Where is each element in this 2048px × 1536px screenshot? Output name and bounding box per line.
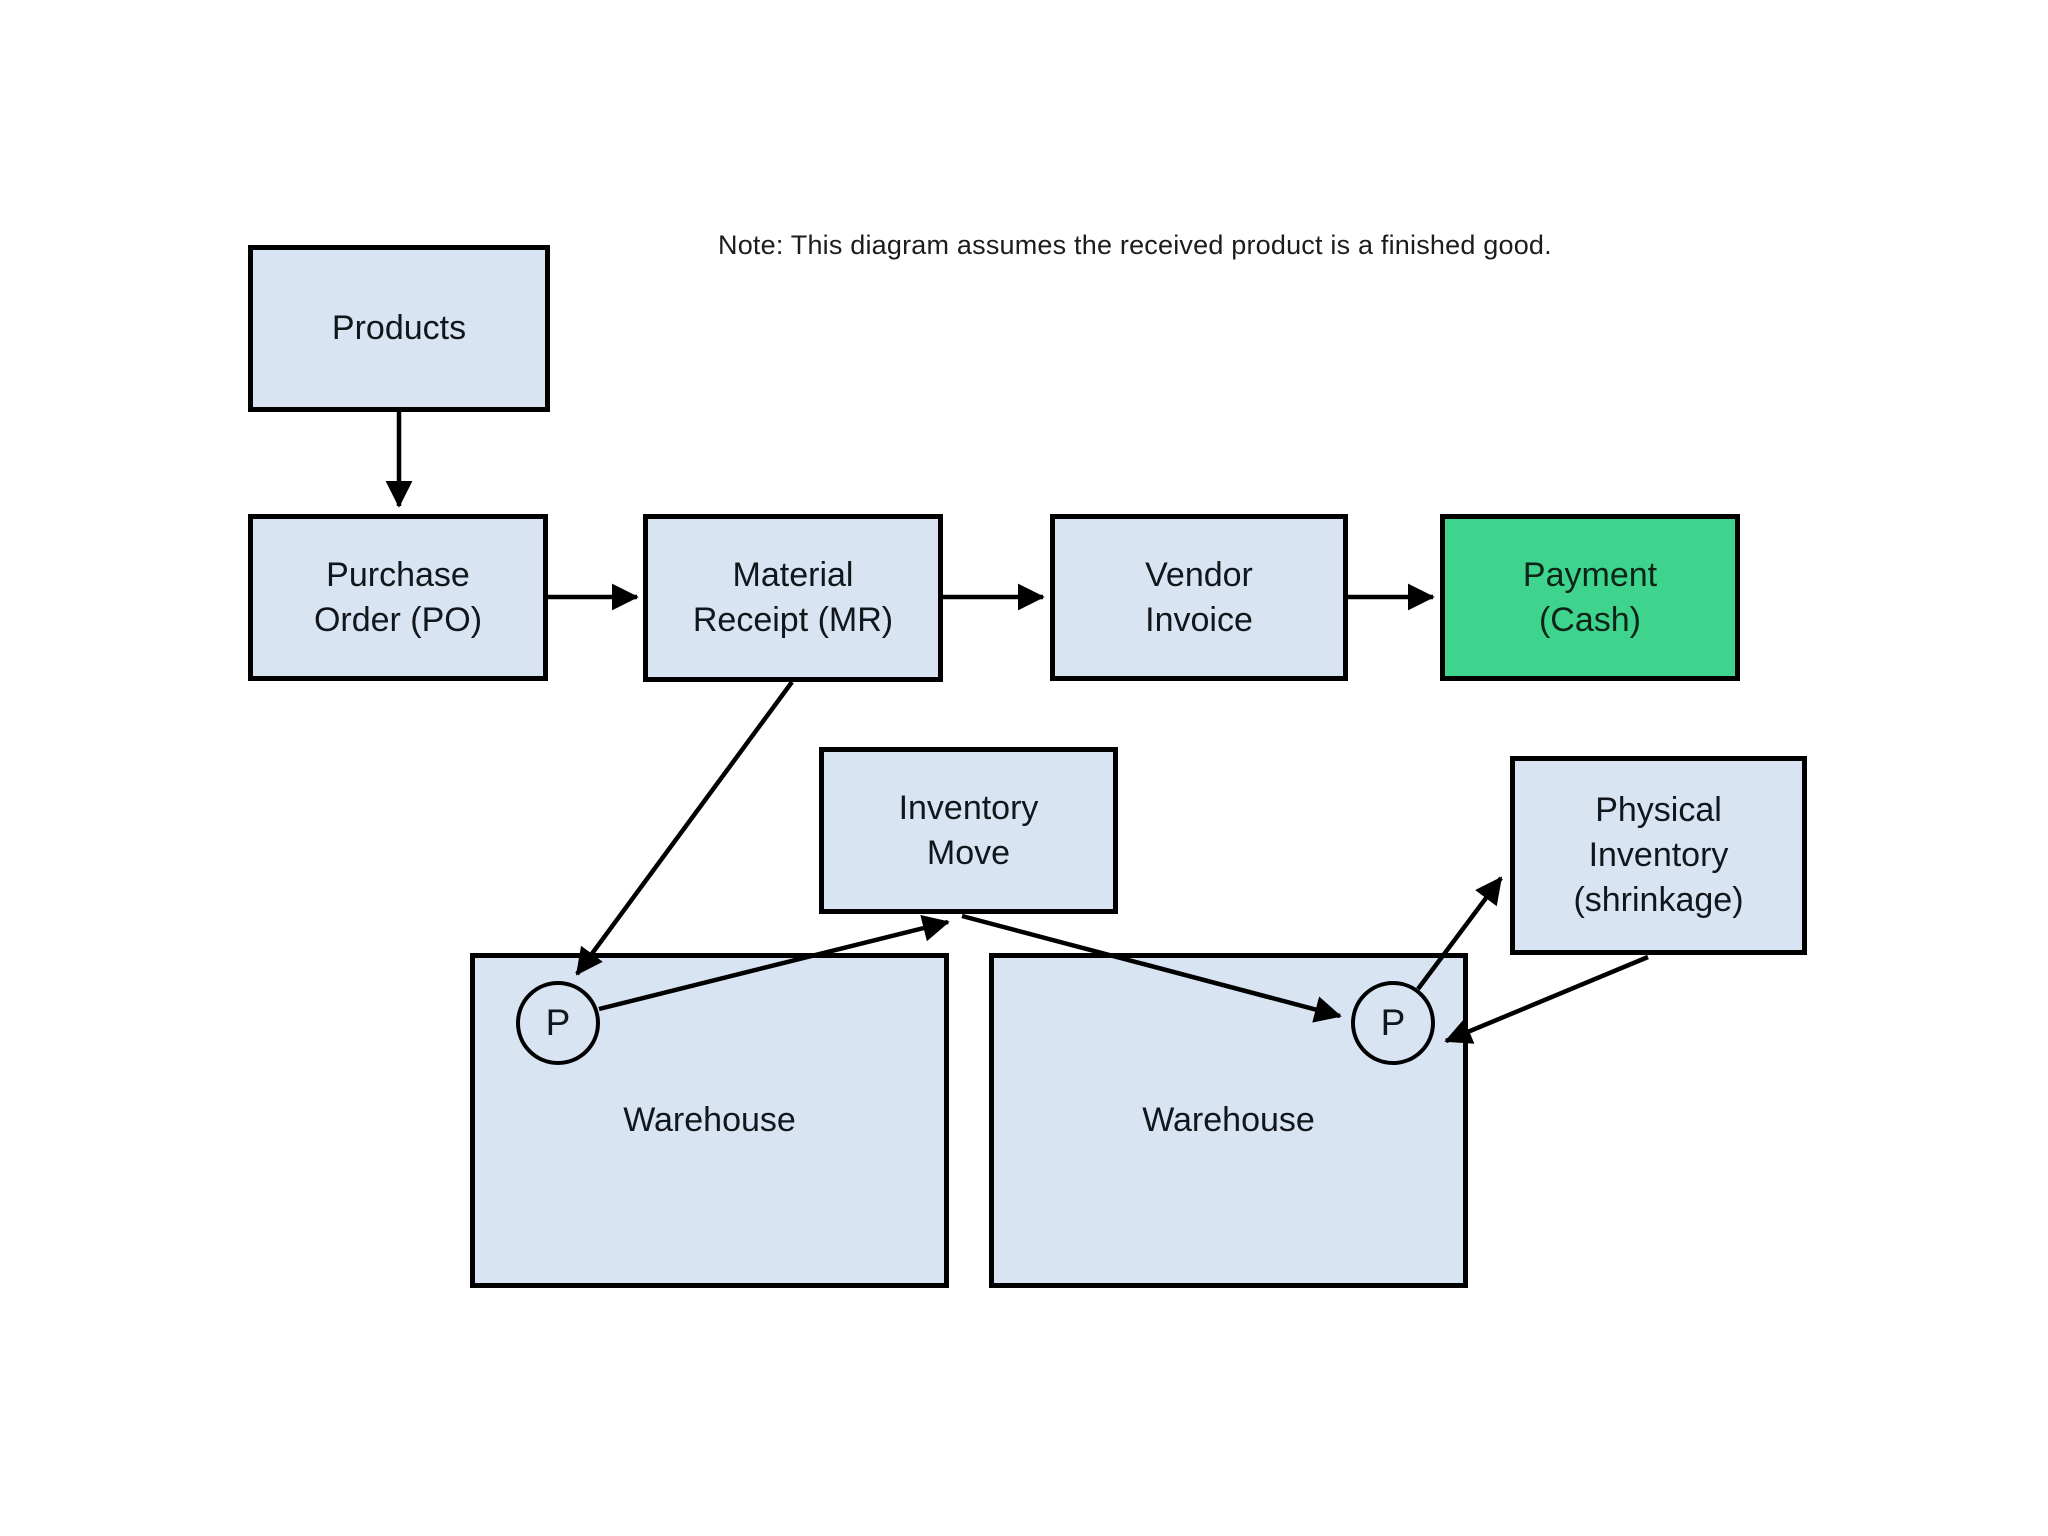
arrow-material-receipt-to-p-left (575, 680, 794, 976)
node-purchase-order: Purchase Order (PO) (248, 514, 548, 681)
arrow-p-left-to-inventory-move (598, 914, 950, 1012)
node-payment-cash: Payment (Cash) (1440, 514, 1740, 681)
node-warehouse-left-label: Warehouse (623, 1101, 796, 1140)
p-connector-left-label: P (545, 1002, 571, 1043)
node-products: Products (248, 245, 550, 412)
node-payment-cash-label: Payment (Cash) (1522, 555, 1658, 639)
note-text: Note: This diagram assumes the received … (718, 230, 1552, 260)
node-physical-inventory-label: Physical Inventory (shrinkage) (1573, 791, 1744, 919)
arrow-inventory-move-to-p-right (961, 913, 1342, 1023)
node-physical-inventory: Physical Inventory (shrinkage) (1510, 756, 1807, 955)
node-material-receipt: Material Receipt (MR) (643, 514, 943, 682)
arrow-physical-inventory-to-p-right (1444, 954, 1649, 1044)
node-vendor-invoice: Vendor Invoice (1050, 514, 1348, 681)
node-inventory-move-label: Inventory Move (898, 788, 1039, 872)
node-products-label: Products (331, 309, 467, 348)
p-connector-right-label: P (1380, 1002, 1406, 1043)
p-connector-right: P (1351, 981, 1435, 1065)
node-purchase-order-label: Purchase Order (PO) (313, 555, 483, 639)
p-connector-left: P (516, 981, 600, 1065)
node-warehouse-right-label: Warehouse (1142, 1101, 1315, 1140)
node-material-receipt-label: Material Receipt (MR) (692, 556, 894, 639)
arrow-p-right-to-physical-inventory (1416, 876, 1503, 991)
node-vendor-invoice-label: Vendor Invoice (1145, 555, 1253, 639)
node-inventory-move: Inventory Move (819, 747, 1118, 914)
